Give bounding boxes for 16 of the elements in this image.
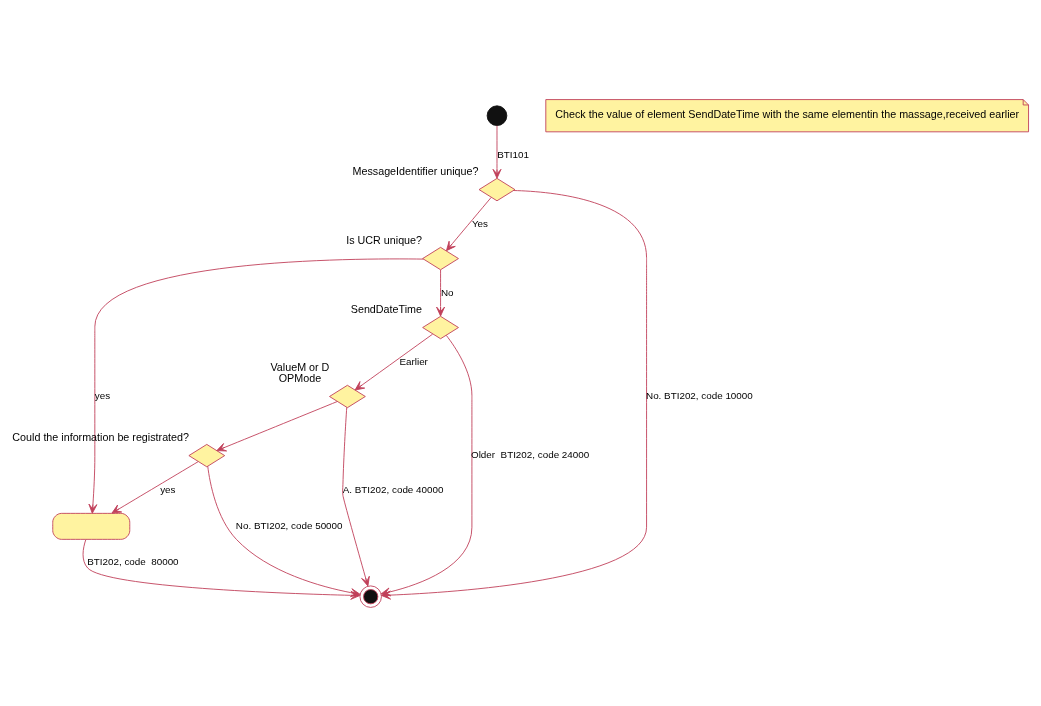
edge-label: No: [440, 286, 454, 298]
edge-label: Older BTI202, code 24000: [471, 448, 590, 460]
edge-label: No. BTI202, code 50000: [235, 519, 343, 531]
edge-label: A. BTI202, code 40000: [342, 483, 444, 495]
edge-label: yes: [160, 483, 176, 495]
edge-label: BTI202, code 80000: [87, 555, 179, 567]
node-label: OPMode: [278, 371, 322, 384]
node-label: MessageIdentifier unique?: [352, 164, 479, 177]
edge-label: BTI101: [497, 148, 529, 160]
node-label: ValueM or D: [270, 360, 330, 373]
node-label: Could the information be registrated?: [12, 430, 189, 443]
node-label: Is UCR unique?: [346, 233, 423, 246]
edge-label: Earlier: [399, 355, 428, 367]
edge-label: Yes: [471, 217, 488, 229]
edge-label: yes: [94, 389, 111, 401]
node-label: SendDateTime: [350, 302, 422, 315]
